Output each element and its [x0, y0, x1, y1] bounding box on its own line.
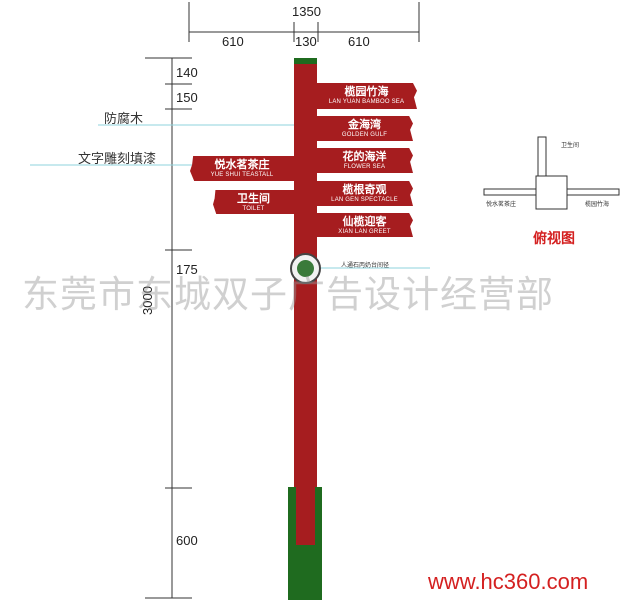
- top-view-label-left: 悦水茗茶庄: [486, 202, 517, 208]
- dim-height-140: 140: [176, 65, 198, 80]
- watermark: 东莞市东城双子广告设计经营部: [22, 274, 554, 315]
- top-view-title: 俯视图: [533, 230, 575, 246]
- pole-base-inner: [296, 487, 315, 545]
- plaque-logo: [297, 260, 314, 277]
- site-url: www.hc360.com: [428, 569, 589, 594]
- dim-height-150: 150: [176, 90, 198, 105]
- pole-cap: [294, 58, 317, 65]
- plaque-note: 人通石丙奶台间径: [341, 263, 390, 269]
- dim-pole-width: 130: [295, 34, 317, 49]
- dim-right-width: 610: [348, 34, 370, 49]
- dim-height-175: 175: [176, 262, 198, 277]
- dim-height-600: 600: [176, 533, 198, 548]
- label-wood: 防腐木: [104, 111, 144, 126]
- top-view-label-right: 榄园竹海: [585, 202, 610, 208]
- plaque: [290, 253, 321, 284]
- label-engraving: 文字雕刻填漆: [78, 151, 157, 166]
- dim-total-width: 1350: [292, 4, 321, 19]
- top-view-label-top: 卫生间: [561, 143, 580, 149]
- top-view-diagram: [483, 136, 620, 210]
- dim-left-width: 610: [222, 34, 244, 49]
